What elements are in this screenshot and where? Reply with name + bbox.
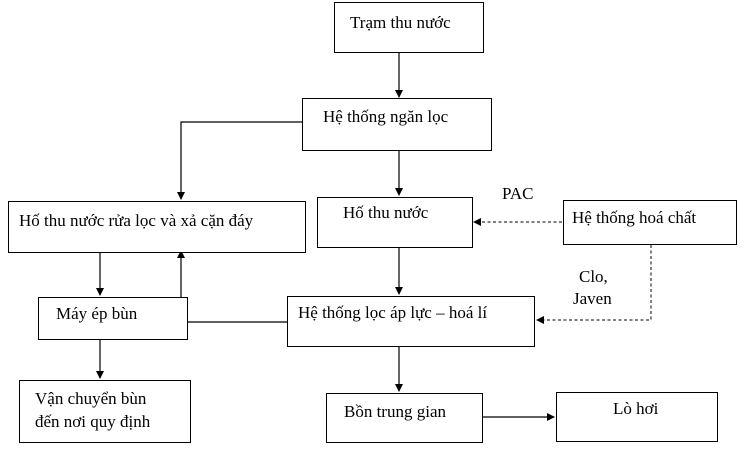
node-collection-pit-label: Hố thu nước <box>343 203 429 222</box>
edge-label-clo: Clo, <box>579 267 608 286</box>
node-boiler-label: Lò hơi <box>613 399 659 418</box>
dashed-arrow-chemicals-to-pressure-filter <box>536 245 652 324</box>
node-boiler: Lò hơi <box>556 392 718 442</box>
node-screening-system-label: Hệ thống ngăn lọc <box>323 107 449 126</box>
node-intake-station-label: Trạm thu nước <box>350 13 451 32</box>
node-intake-station: Trạm thu nước <box>334 2 484 53</box>
node-sludge-transport: Vận chuyển bùn đến nơi quy định <box>19 380 191 443</box>
node-intermediate-tank: Bồn trung gian <box>326 393 483 443</box>
node-backwash-sludge-pit: Hố thu nước rửa lọc và xả cặn đáy <box>8 201 306 253</box>
edge-label-javen: Javen <box>573 289 612 308</box>
node-backwash-sludge-pit-label: Hố thu nước rửa lọc và xả cặn đáy <box>19 211 254 230</box>
node-sludge-transport-label-line2: đến nơi quy định <box>35 412 151 431</box>
arrow-pressure-filter-to-backwash-pit <box>177 250 287 323</box>
arrow-screen-to-backwash-pit <box>177 121 302 200</box>
node-sludge-press-label: Máy ép bùn <box>56 304 138 323</box>
node-pressure-filter-system: Hệ thống lọc áp lực – hoá lí <box>287 296 535 347</box>
node-sludge-press: Máy ép bùn <box>38 297 188 340</box>
node-screening-system: Hệ thống ngăn lọc <box>302 98 492 151</box>
node-intermediate-tank-label: Bồn trung gian <box>344 402 446 421</box>
node-chemical-system: Hệ thống hoá chất <box>563 200 737 245</box>
edge-label-pac: PAC <box>502 184 534 203</box>
node-chemical-system-label: Hệ thống hoá chất <box>572 208 697 227</box>
node-pressure-filter-system-label: Hệ thống lọc áp lực – hoá lí <box>298 303 488 322</box>
node-sludge-transport-label-line1: Vận chuyển bùn <box>35 389 147 408</box>
node-collection-pit: Hố thu nước <box>317 197 473 248</box>
